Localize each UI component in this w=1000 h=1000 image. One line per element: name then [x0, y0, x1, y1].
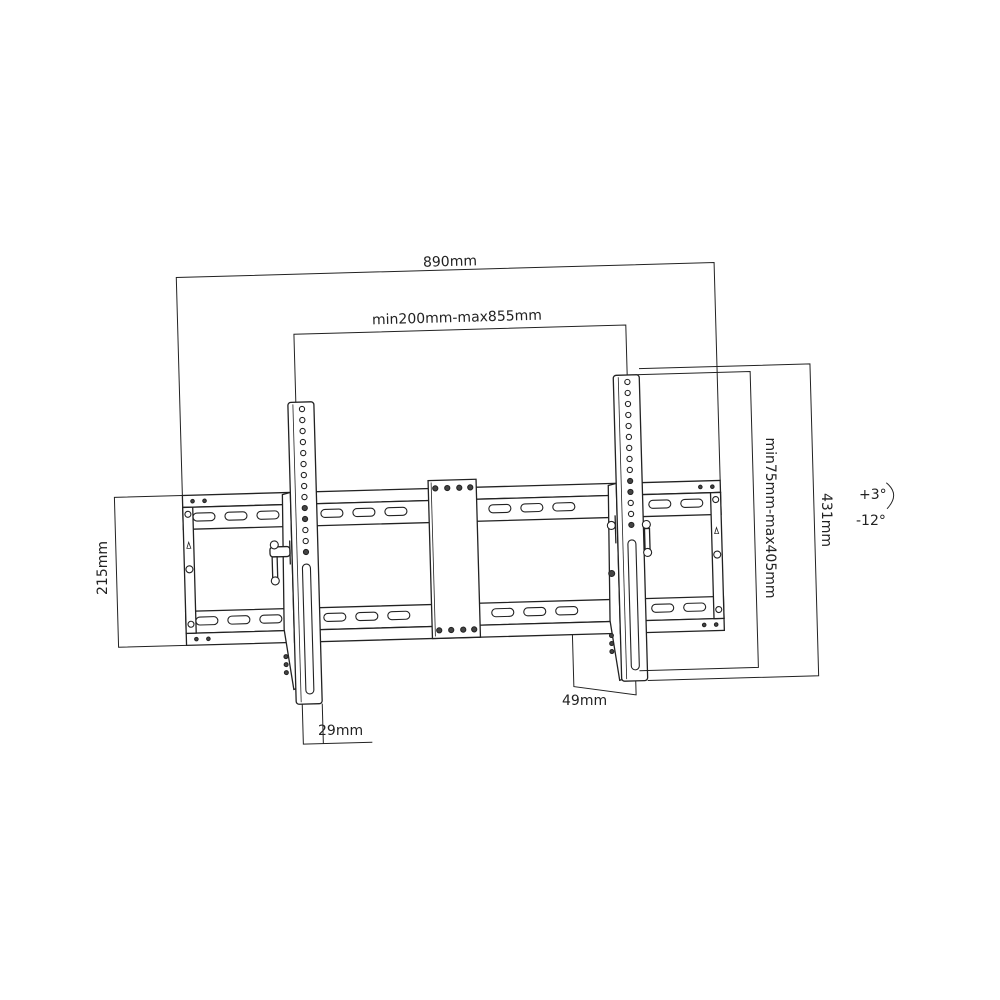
tilt-arc-icon — [885, 482, 895, 510]
safety-lock-left — [269, 540, 291, 586]
label-arm-height: 431mm — [818, 493, 834, 547]
label-wall-depth: 49mm — [562, 693, 608, 709]
label-overall-width: 890mm — [422, 253, 478, 271]
rail-slots-upper — [192, 498, 704, 522]
arm-slot — [627, 539, 640, 671]
right-arm — [606, 374, 653, 682]
label-plate-height: 215mm — [95, 541, 111, 595]
safety-lock-right — [606, 515, 653, 558]
left-end-bracket — [182, 506, 197, 635]
rail-slots-lower — [195, 602, 707, 626]
label-arm-width: 29mm — [318, 723, 364, 739]
label-tilt-up: +3° — [859, 487, 887, 503]
arm-holes-right — [624, 378, 635, 529]
center-plate — [427, 478, 482, 640]
arm-holes-left — [298, 405, 310, 556]
left-arm — [269, 401, 323, 705]
dimension-lines — [113, 262, 820, 745]
right-end-bracket — [709, 491, 725, 620]
arm-slot — [301, 563, 315, 695]
label-vesa-vertical: min75mm-max405mm — [762, 437, 778, 599]
label-tilt-down: -12° — [856, 513, 886, 529]
